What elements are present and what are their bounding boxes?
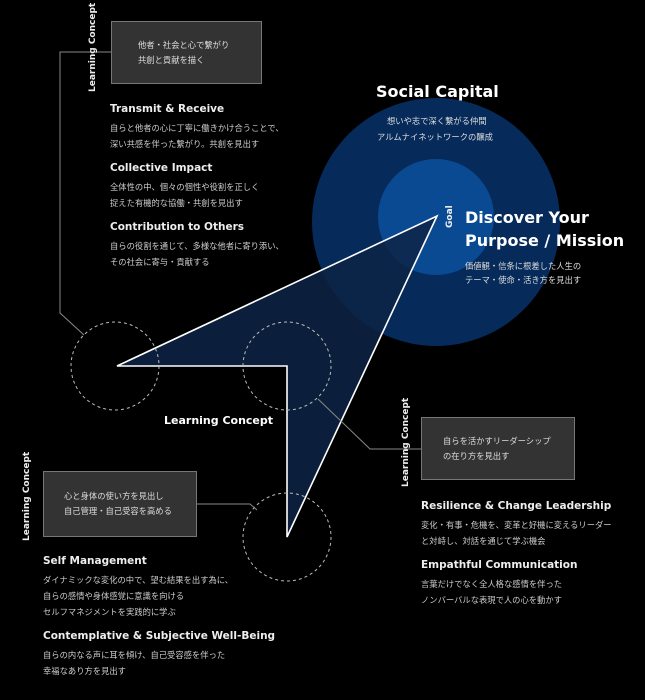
social-capital-title: Social Capital — [376, 82, 499, 101]
goal-desc: 価値観・信条に根差した人生の テーマ・使命・活き方を見出す — [465, 259, 581, 287]
item-line: 捉えた有機的な協働・共創を見出す — [110, 198, 243, 208]
arrow-shape — [116, 214, 439, 538]
desc-line: テーマ・使命・活き方を見出す — [465, 275, 582, 285]
item-line: セルフマネジメントを実践的に学ぶ — [43, 607, 176, 617]
box-line: の在り方を見出す — [443, 450, 510, 461]
goal-title-line: Purpose / Mission — [465, 231, 625, 250]
concept-items: Self Management ダイナミックな変化の中で、望む結果を出す為に、自… — [43, 555, 275, 679]
item-title: Transmit & Receive — [110, 103, 225, 115]
goal-title: Discover Your Purpose / Mission — [465, 206, 624, 252]
goal-title-line: Discover Your — [465, 208, 589, 227]
dashed-circle-left — [70, 321, 160, 411]
item-line: 変化・有事・危機を、変革と好機に変えるリーダー — [421, 520, 612, 530]
box-line: 他者・社会と心で繋がり — [138, 39, 230, 50]
connector-right — [317, 398, 421, 450]
social-capital-desc: 想いや志で深く繋がる仲間 アルムナイネットワークの醸成 — [377, 113, 493, 145]
vertical-label: Learning Concept — [22, 451, 32, 541]
item-line: 自らの内なる声に耳を傾け、自己受容感を伴った — [43, 650, 226, 660]
box-line: 自己管理・自己受容を高める — [64, 506, 172, 516]
vertical-label: Learning Concept — [88, 2, 98, 92]
item-title: Contribution to Others — [110, 221, 245, 233]
item-line: 全体性の中、個々の個性や役割を正しく — [110, 182, 260, 192]
box-line: 共創と貢献を描く — [138, 54, 205, 65]
concept-items: Transmit & Receive 自らと他者の心に丁寧に働きかけ合うことで、… — [110, 103, 284, 270]
item-title: Contemplative & Subjective Well-Being — [43, 630, 276, 642]
item-line: 幸福なあり方を見出す — [43, 666, 126, 676]
box-line: 心と身体の使い方を見出し — [64, 491, 164, 501]
dashed-circle-bottom — [242, 492, 332, 582]
item-title: Collective Impact — [110, 162, 213, 174]
concept-items: Resilience & Change Leadership 変化・有事・危機を… — [421, 500, 612, 608]
concept-box: 自らを活かすリーダーシップの在り方を見出す — [421, 417, 575, 480]
item-title: Empathful Communication — [421, 559, 578, 571]
desc-line: 価値観・信条に根差した人生の — [465, 261, 582, 271]
item-line: 自らの役割を通じて、多様な他者に寄り添い、 — [110, 241, 284, 251]
item-line: と対峙し、対話を通じて学ぶ機会 — [421, 536, 546, 546]
item-line: 深い共感を伴った繋がり。共創を見出す — [110, 139, 260, 149]
desc-line: 想いや志で深く繋がる仲間 — [387, 116, 487, 126]
goal-label: Goal — [445, 205, 455, 228]
item-line: ノンバーバルな表現で人の心を動かす — [421, 595, 562, 605]
item-title: Self Management — [43, 555, 147, 567]
connector-bottom — [196, 503, 258, 511]
item-line: 自らの感情や身体感覚に意識を向ける — [43, 591, 185, 601]
connector-top — [59, 51, 111, 336]
concept-box: 他者・社会と心で繋がり共創と貢献を描く — [111, 21, 262, 84]
box-line: 自らを活かすリーダーシップ — [443, 435, 551, 446]
vertical-label: Learning Concept — [401, 397, 411, 487]
item-line: その社会に寄与・貢献する — [110, 257, 210, 267]
item-line: 言葉だけでなく全人格な感情を伴った — [421, 579, 563, 589]
center-learning-concept: Learning Concept — [164, 414, 274, 427]
desc-line: アルムナイネットワークの醸成 — [377, 132, 493, 142]
item-line: ダイナミックな変化の中で、望む結果を出す為に、 — [43, 575, 234, 585]
item-title: Resilience & Change Leadership — [421, 500, 612, 512]
concept-box: 心と身体の使い方を見出し自己管理・自己受容を高める — [43, 471, 197, 537]
dashed-circle-middle — [242, 321, 332, 411]
item-line: 自らと他者の心に丁寧に働きかけ合うことで、 — [110, 123, 284, 133]
